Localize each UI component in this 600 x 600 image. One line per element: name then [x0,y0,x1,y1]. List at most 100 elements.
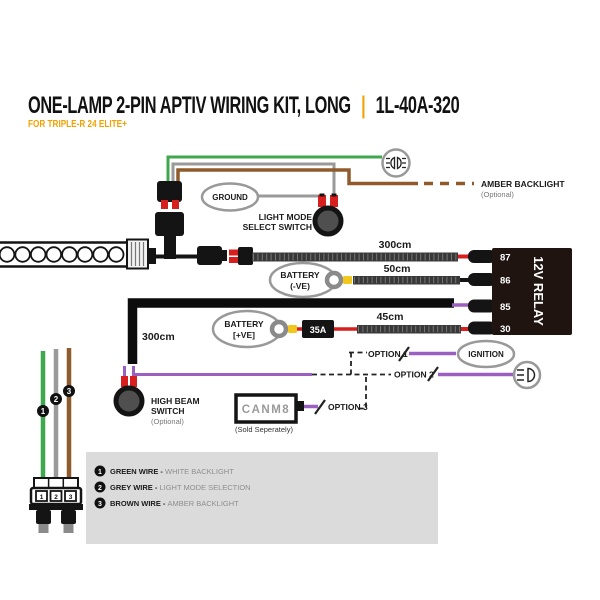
battery-positive-label: [+VE] [233,330,255,340]
cable-300cm-left-label: 300cm [142,331,175,343]
amber-backlight-label: AMBER BACKLIGHT [481,179,565,189]
option-1-label: OPTION 1 [368,349,408,359]
svg-text:1: 1 [98,469,102,476]
relay-pin-85-label: 85 [500,302,511,313]
cable-300cm-label: 300cm [379,239,412,251]
lightbar-endcap [126,238,149,270]
brown-wire [176,168,418,186]
relay-label: 12V RELAY [531,256,546,326]
wire-badge-3: 3 [63,385,75,397]
power-cable-300cm [127,298,454,364]
switch-knob [113,385,145,417]
relay-pin-86 [468,273,496,286]
ring-terminal [324,270,344,290]
yellow-connector [288,325,297,333]
light-mode-select-switch [312,193,344,237]
wire-badge-2: 2 [50,393,62,405]
aptiv-2pin-connector [155,181,184,259]
high-beam-switch-label: HIGH BEAM [151,396,200,406]
relay-pin-30-label: 30 [500,324,511,335]
battery-negative-label: (-VE) [290,281,310,291]
lightbar [0,238,156,270]
fuse-35a [302,320,334,338]
option-2-label: OPTION 2 [394,370,434,380]
ignition-label: IGNITION [468,350,504,359]
slash-mark [427,366,439,382]
legend-item-2: 2 GREY WIRE - LIGHT MODE SELECTION [94,481,251,493]
svg-text:FOR TRIPLE-R 24 ELITE+: FOR TRIPLE-R 24 ELITE+ [28,118,127,129]
green-wire [166,155,382,186]
high-beam-switch-wire [132,366,312,377]
lightbar-led [92,246,109,263]
legend-wire-desc: WHITE BACKLIGHT [165,467,234,476]
switch-terminal [121,376,128,387]
lightbar-led [76,246,94,263]
connector-pin [229,257,238,263]
switch-terminal [130,376,137,387]
legend-wire-name: GREEN WIRE - [110,467,165,476]
legend-wire-name: BROWN WIRE - [110,499,168,508]
svg-text:BROWN WIRE - AMBER BACKLIGHT: BROWN WIRE - AMBER BACKLIGHT [110,499,239,508]
relay-pin-87 [468,250,496,263]
relay-pin-86-label: 86 [500,276,511,287]
slash-mark [398,346,410,362]
svg-text:2: 2 [54,395,59,404]
cable-50cm-label: 50cm [384,263,411,275]
high-beam-icon [512,360,542,390]
canm8-box: CANM8 [234,393,304,424]
lightbar-led [0,246,16,263]
lightbar-plug [147,248,156,264]
page-title: ONE-LAMP 2-PIN APTIV WIRING KIT, LONG | … [28,92,460,119]
canm8-label: CANM8 [242,404,290,416]
harness-connector-pair [197,246,253,265]
high-beam-switch [113,376,145,417]
battery-negative-label: BATTERY [280,270,320,280]
connector-pin [172,200,179,209]
grey-wire [171,162,336,196]
svg-text:1: 1 [41,407,46,416]
title-divider: | [361,92,365,119]
relay-pin-85 [468,299,496,313]
lightbar-led [30,246,47,263]
light-mode-switch-label: SELECT SWITCH [243,222,312,232]
cable-50cm [353,276,460,285]
ignition-oval [456,339,516,369]
svg-text:GREY WIRE - LIGHT MODE SELECTI: GREY WIRE - LIGHT MODE SELECTION [110,483,251,492]
fuse-label: 35A [310,325,327,335]
switch-knob [312,205,344,237]
part-number: 1L-40A-320 [376,92,460,119]
svg-text:2: 2 [54,494,58,501]
page-subtitle: FOR TRIPLE-R 24 ELITE+ [28,118,127,129]
connector-slot-1 [35,490,48,502]
wire-badge-1: 1 [37,405,49,417]
svg-text:3: 3 [69,494,73,501]
canm8-note: (Sold Seperately) [235,425,293,434]
legend-item-3: 3 BROWN WIRE - AMBER BACKLIGHT [94,497,239,509]
connector-pin [161,200,168,209]
connector-pin [36,510,51,524]
ring-terminal [269,319,289,339]
cable-45cm-label: 45cm [377,311,404,323]
high-beam-switch-label: SWITCH [151,406,185,416]
connector-slot-2 [49,490,63,502]
legend-wire-desc: AMBER BACKLIGHT [168,499,240,508]
option-3-label: OPTION 3 [328,402,368,412]
svg-text:2: 2 [98,485,102,492]
lightbar-led [14,246,31,263]
yellow-connector [343,276,352,284]
svg-text:3: 3 [98,501,102,508]
backlight-connector: 1 2 3 [29,477,83,533]
amber-backlight-note: (Optional) [481,190,514,199]
relay-pin-30 [468,321,496,335]
legend-item-1: 1 GREEN WIRE - WHITE BACKLIGHT [94,465,234,477]
svg-text:GREEN WIRE - WHITE BACKLIGHT: GREEN WIRE - WHITE BACKLIGHT [110,467,234,476]
legend-panel [86,452,438,544]
title-text: ONE-LAMP 2-PIN APTIV WIRING KIT, LONG [28,92,351,119]
white-backlight-icon [381,148,411,178]
connector-pin [61,510,76,524]
legend-wire-name: GREY WIRE - [110,483,159,492]
svg-text:3: 3 [67,387,72,396]
connector-slot-3 [64,490,77,502]
